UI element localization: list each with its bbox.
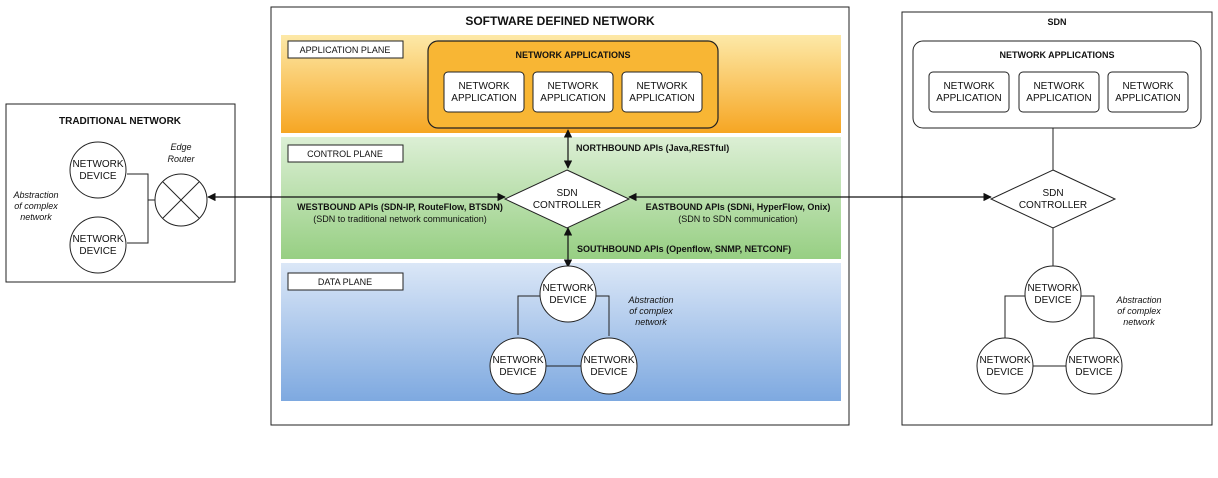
- device-label-line2: DEVICE: [79, 246, 117, 257]
- svg-text:NETWORK: NETWORK: [458, 81, 509, 92]
- edge-router-label: Edge: [170, 142, 191, 152]
- application-plane-label: APPLICATION PLANE: [287, 40, 404, 59]
- svg-text:APPLICATION PLANE: APPLICATION PLANE: [300, 45, 391, 55]
- svg-text:APPLICATION: APPLICATION: [540, 93, 605, 104]
- svg-text:NETWORK: NETWORK: [547, 81, 598, 92]
- network-device: NETWORK DEVICE: [69, 141, 127, 199]
- svg-text:CONTROL PLANE: CONTROL PLANE: [307, 149, 383, 159]
- network-device: NETWORK DEVICE: [976, 337, 1034, 395]
- sdn-right-panel: SDN NETWORK APPLICATIONS NETWORK APPLICA…: [901, 11, 1213, 426]
- sdn-main-title: SOFTWARE DEFINED NETWORK: [465, 14, 655, 28]
- abstraction-note: network: [1123, 317, 1155, 327]
- edge-router-icon: [154, 173, 208, 227]
- svg-text:NETWORK: NETWORK: [1033, 81, 1084, 92]
- svg-text:APPLICATION: APPLICATION: [1026, 93, 1091, 104]
- abstraction-note: of complex: [1117, 306, 1161, 316]
- data-plane-topology: NETWORK DEVICE NETWORK DEVICE NETWORK DE…: [489, 265, 638, 395]
- sdn-controller: SDN CONTROLLER: [989, 169, 1117, 229]
- network-applications-group: NETWORK APPLICATIONS NETWORK APPLICATION…: [912, 40, 1202, 129]
- svg-text:DEVICE: DEVICE: [499, 367, 537, 378]
- svg-text:DEVICE: DEVICE: [1075, 367, 1113, 378]
- right-topology: NETWORK DEVICE NETWORK DEVICE NETWORK DE…: [976, 265, 1123, 395]
- edge-router-label: Router: [167, 154, 195, 164]
- svg-text:APPLICATION: APPLICATION: [936, 93, 1001, 104]
- svg-text:NETWORK: NETWORK: [1068, 355, 1119, 366]
- svg-text:NETWORK: NETWORK: [492, 355, 543, 366]
- svg-text:DATA PLANE: DATA PLANE: [318, 277, 372, 287]
- network-application: NETWORK APPLICATION: [1107, 71, 1189, 113]
- control-plane-label: CONTROL PLANE: [287, 144, 404, 163]
- svg-text:NETWORK: NETWORK: [1027, 283, 1078, 294]
- svg-text:NETWORK: NETWORK: [1122, 81, 1173, 92]
- abstraction-note: Abstraction: [1115, 295, 1161, 305]
- westbound-api-label: WESTBOUND APIs (SDN-IP, RouteFlow, BTSDN…: [297, 202, 503, 212]
- network-device: NETWORK DEVICE: [580, 337, 638, 395]
- svg-text:NETWORK: NETWORK: [542, 283, 593, 294]
- abstraction-note: Abstraction: [627, 295, 673, 305]
- network-application: NETWORK APPLICATION: [1018, 71, 1100, 113]
- traditional-network-title: TRADITIONAL NETWORK: [59, 116, 182, 127]
- network-application: NETWORK APPLICATION: [621, 71, 703, 113]
- sdn-controller: SDN CONTROLLER: [503, 169, 631, 229]
- network-application: NETWORK APPLICATION: [928, 71, 1010, 113]
- traditional-network-panel: TRADITIONAL NETWORK NETWORK DEVICE NETWO…: [5, 103, 236, 283]
- network-application: NETWORK APPLICATION: [532, 71, 614, 113]
- network-device: NETWORK DEVICE: [69, 216, 127, 274]
- network-applications-title: NETWORK APPLICATIONS: [1000, 50, 1115, 60]
- svg-text:DEVICE: DEVICE: [590, 367, 628, 378]
- svg-text:NETWORK: NETWORK: [583, 355, 634, 366]
- device-label-line1: NETWORK: [72, 234, 123, 245]
- abstraction-note: of complex: [629, 306, 673, 316]
- data-plane-label: DATA PLANE: [287, 272, 404, 291]
- svg-text:CONTROLLER: CONTROLLER: [533, 200, 601, 211]
- sdn-main-panel: SOFTWARE DEFINED NETWORK APPLICATION PLA…: [270, 6, 850, 426]
- svg-text:SDN: SDN: [1042, 188, 1063, 199]
- svg-text:APPLICATION: APPLICATION: [451, 93, 516, 104]
- svg-text:DEVICE: DEVICE: [549, 295, 587, 306]
- abstraction-note: Abstraction: [12, 190, 58, 200]
- network-device: NETWORK DEVICE: [1024, 265, 1082, 323]
- westbound-api-sub: (SDN to traditional network communicatio…: [313, 214, 487, 224]
- network-device: NETWORK DEVICE: [489, 337, 547, 395]
- svg-text:APPLICATION: APPLICATION: [629, 93, 694, 104]
- svg-text:DEVICE: DEVICE: [986, 367, 1024, 378]
- device-label-line1: NETWORK: [72, 159, 123, 170]
- eastbound-api-label: EASTBOUND APIs (SDNi, HyperFlow, Onix): [646, 202, 831, 212]
- sdn-right-title: SDN: [1047, 17, 1066, 27]
- svg-text:DEVICE: DEVICE: [1034, 295, 1072, 306]
- svg-text:NETWORK: NETWORK: [943, 81, 994, 92]
- network-device: NETWORK DEVICE: [1065, 337, 1123, 395]
- network-device: NETWORK DEVICE: [539, 265, 597, 323]
- abstraction-note: of complex: [14, 201, 58, 211]
- southbound-api-label: SOUTHBOUND APIs (Openflow, SNMP, NETCONF…: [577, 244, 791, 254]
- svg-text:NETWORK: NETWORK: [979, 355, 1030, 366]
- network-applications-group: NETWORK APPLICATIONS NETWORK APPLICATION…: [427, 40, 719, 129]
- device-label-line2: DEVICE: [79, 171, 117, 182]
- svg-text:APPLICATION: APPLICATION: [1115, 93, 1180, 104]
- svg-text:CONTROLLER: CONTROLLER: [1019, 200, 1087, 211]
- svg-text:SDN: SDN: [556, 188, 577, 199]
- svg-text:NETWORK: NETWORK: [636, 81, 687, 92]
- eastbound-api-sub: (SDN to SDN communication): [678, 214, 798, 224]
- abstraction-note: network: [635, 317, 667, 327]
- network-applications-title: NETWORK APPLICATIONS: [516, 50, 631, 60]
- northbound-api-label: NORTHBOUND APIs (Java,RESTful): [576, 143, 729, 153]
- abstraction-note: network: [20, 212, 52, 222]
- network-application: NETWORK APPLICATION: [443, 71, 525, 113]
